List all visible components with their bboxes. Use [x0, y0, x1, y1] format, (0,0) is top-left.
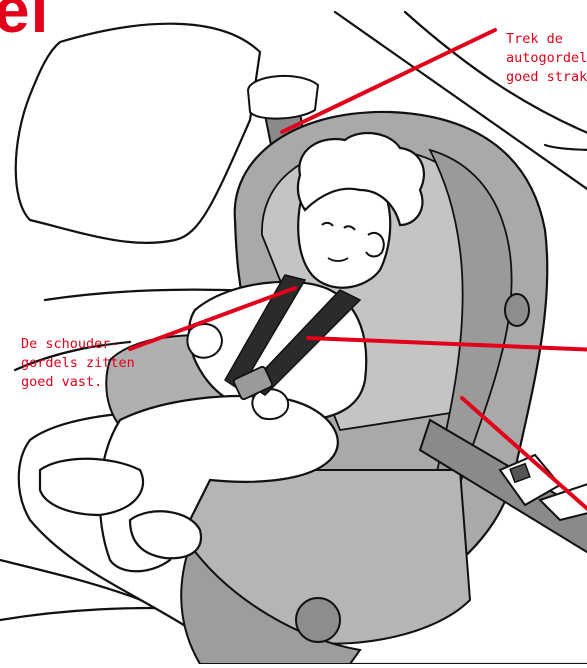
- car-rear-seat-line: [545, 145, 587, 150]
- annotation-line: gordels zitten: [21, 354, 135, 373]
- child-left-shoe: [40, 459, 143, 515]
- annotation-line: goed strak: [506, 68, 587, 87]
- seat-knob: [296, 598, 340, 642]
- belt-guide: [248, 76, 318, 119]
- annotation-line: Trek de: [506, 30, 587, 49]
- annotation-line: De schouder-: [21, 335, 135, 354]
- annotation-line: autogordel: [506, 49, 587, 68]
- annotation-left: De schouder- gordels zitten goed vast.: [21, 335, 135, 392]
- seat-adjuster: [505, 294, 529, 326]
- car-window-outline: [16, 24, 260, 243]
- child-hand-left: [187, 324, 222, 358]
- child-ear: [366, 233, 384, 257]
- page-title: el: [0, 0, 49, 42]
- annotation-top-right: Trek de autogordel goed strak: [506, 30, 587, 87]
- annotation-line: goed vast.: [21, 373, 135, 392]
